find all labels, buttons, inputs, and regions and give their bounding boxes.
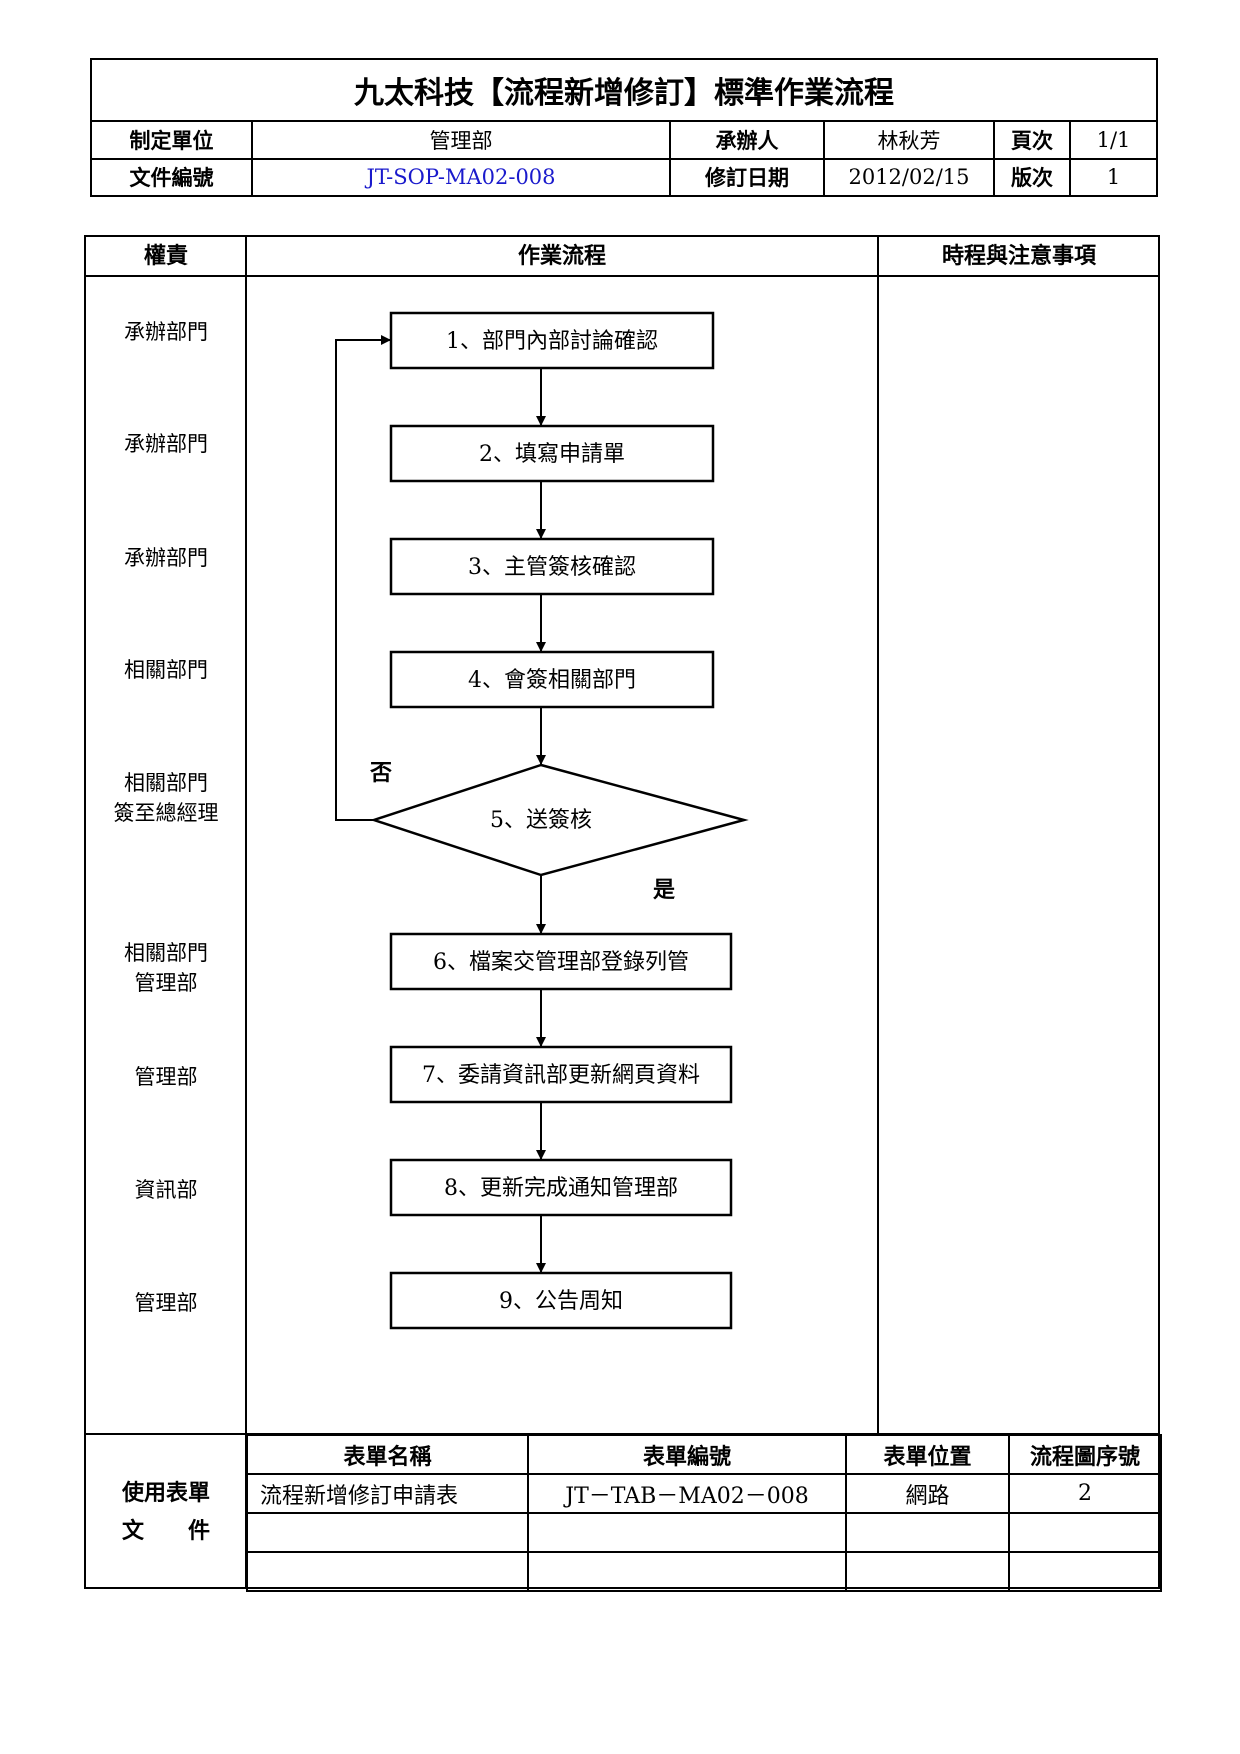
forms-header-location: 表單位置 <box>845 1434 1010 1475</box>
form-name-cell <box>246 1512 529 1553</box>
table-row <box>246 1512 1162 1553</box>
form-location-cell: 網路 <box>845 1473 1010 1514</box>
forms-divider <box>86 1433 1160 1435</box>
flow-step-2: 2、填寫申請單 <box>389 424 715 483</box>
revdate-label: 修訂日期 <box>669 157 825 198</box>
handler-value: 林秋芳 <box>823 120 995 160</box>
role-text: 簽至總經理 <box>113 801 219 825</box>
role-step-3: 承辦部門 <box>86 543 246 573</box>
form-number-cell: JT－TAB－MA02－008 <box>527 1473 847 1514</box>
role-step-8: 資訊部 <box>86 1175 246 1205</box>
role-text: 承辦部門 <box>124 320 208 344</box>
form-number-cell <box>527 1512 847 1553</box>
decision-label: 5、送簽核 <box>490 808 592 833</box>
forms-header-name: 表單名稱 <box>246 1434 529 1475</box>
flow-step-label: 6、檔案交管理部登錄列管 <box>433 950 689 975</box>
column-header-process: 作業流程 <box>517 243 606 269</box>
role-step-5: 相關部門 簽至總經理 <box>86 768 246 828</box>
page-label: 頁次 <box>993 120 1071 160</box>
flowchart: 1、部門內部討論確認 2、填寫申請單 3、主管簽核確認 4、會簽相關部門 5、送… <box>335 311 749 1330</box>
forms-label-line2: 文件 <box>86 1512 246 1550</box>
forms-section-label: 使用表單 文件 <box>86 1474 246 1550</box>
role-step-6: 相關部門 管理部 <box>86 938 246 998</box>
flow-step-label: 9、公告周知 <box>499 1289 623 1314</box>
form-location-cell <box>845 1512 1010 1553</box>
docno-label: 文件編號 <box>90 157 253 198</box>
flow-step-4: 4、會簽相關部門 <box>389 650 715 709</box>
forms-header-number: 表單編號 <box>527 1434 847 1475</box>
flow-step-8: 8、更新完成通知管理部 <box>389 1158 733 1217</box>
flow-step-6: 6、檔案交管理部登錄列管 <box>389 932 733 991</box>
role-text: 相關部門 <box>124 941 208 965</box>
role-step-2: 承辦部門 <box>86 429 246 459</box>
role-text: 相關部門 <box>124 771 208 795</box>
form-name-cell <box>246 1551 529 1592</box>
role-text: 承辦部門 <box>124 546 208 570</box>
role-text: 相關部門 <box>124 658 208 682</box>
procedure-frame: 權責 作業流程 時程與注意事項 承辦部門 承辦部門 承辦部門 相關部門 相關部門… <box>84 235 1162 1592</box>
version-label: 版次 <box>993 157 1071 198</box>
role-text: 管理部 <box>134 971 198 995</box>
form-seq-cell <box>1008 1512 1162 1553</box>
role-step-4: 相關部門 <box>86 655 246 685</box>
role-text: 管理部 <box>134 1065 198 1089</box>
handler-label: 承辦人 <box>669 120 825 160</box>
column-header-responsibility: 權責 <box>143 243 188 269</box>
table-row <box>246 1551 1162 1592</box>
forms-header-row: 表單名稱 表單編號 表單位置 流程圖序號 <box>246 1434 1162 1475</box>
flow-step-7: 7、委請資訊部更新網頁資料 <box>389 1045 733 1104</box>
header-table: 九太科技【流程新增修訂】標準作業流程 制定單位 管理部 承辦人 林秋芳 頁次 1… <box>89 57 1159 198</box>
page-title: 九太科技【流程新增修訂】標準作業流程 <box>89 57 1159 123</box>
flow-step-label: 7、委請資訊部更新網頁資料 <box>422 1063 700 1088</box>
flow-step-9: 9、公告周知 <box>389 1271 733 1330</box>
column-divider-1 <box>245 237 247 1589</box>
column-header-notes: 時程與注意事項 <box>941 243 1096 269</box>
header-divider <box>86 275 1160 277</box>
flow-step-label: 4、會簽相關部門 <box>468 668 636 693</box>
flow-step-1: 1、部門內部討論確認 <box>389 311 715 370</box>
role-step-9: 管理部 <box>86 1288 246 1318</box>
decision-yes-label: 是 <box>653 877 675 903</box>
role-text: 承辦部門 <box>124 432 208 456</box>
form-seq-cell: 2 <box>1008 1473 1162 1514</box>
flow-step-label: 8、更新完成通知管理部 <box>444 1176 678 1201</box>
form-number-cell <box>527 1551 847 1592</box>
decision-no-label: 否 <box>369 760 392 786</box>
forms-label-char: 文 <box>121 1518 144 1544</box>
role-text: 管理部 <box>134 1291 198 1315</box>
revdate-value: 2012/02/15 <box>823 157 995 198</box>
role-text: 資訊部 <box>134 1178 198 1202</box>
flow-step-label: 1、部門內部討論確認 <box>446 329 658 354</box>
flow-step-label: 2、填寫申請單 <box>479 442 625 467</box>
form-name-cell: 流程新增修訂申請表 <box>246 1473 529 1514</box>
forms-label-line1: 使用表單 <box>121 1480 210 1506</box>
flow-connectors <box>335 335 546 1273</box>
table-row: 流程新增修訂申請表 JT－TAB－MA02－008 網路 2 <box>246 1473 1162 1514</box>
flow-step-label: 3、主管簽核確認 <box>468 555 636 580</box>
version-value: 1 <box>1068 157 1159 198</box>
flow-decision: 5、送簽核 <box>370 763 749 877</box>
docno-value: JT-SOP-MA02-008 <box>251 157 671 198</box>
role-step-1: 承辦部門 <box>86 317 246 347</box>
forms-table: 表單名稱 表單編號 表單位置 流程圖序號 流程新增修訂申請表 JT－TAB－MA… <box>246 1434 1162 1592</box>
form-seq-cell <box>1008 1551 1162 1592</box>
role-step-7: 管理部 <box>86 1062 246 1092</box>
flow-step-3: 3、主管簽核確認 <box>389 537 715 596</box>
unit-label: 制定單位 <box>90 120 253 160</box>
column-divider-2 <box>877 237 879 1433</box>
form-location-cell <box>845 1551 1010 1592</box>
forms-label-char: 件 <box>188 1518 211 1544</box>
page-value: 1/1 <box>1068 120 1159 160</box>
unit-value: 管理部 <box>251 120 671 160</box>
forms-header-seq: 流程圖序號 <box>1008 1434 1162 1475</box>
